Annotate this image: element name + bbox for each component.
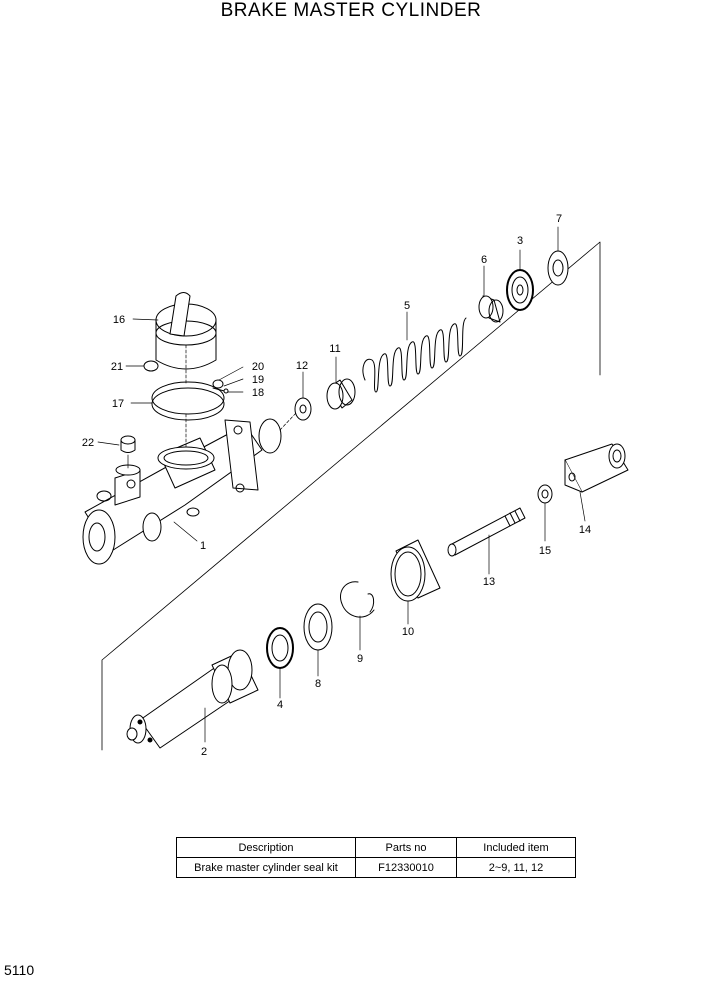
callout-1: 1	[200, 540, 206, 552]
page-title: BRAKE MASTER CYLINDER	[220, 0, 482, 21]
callout-9: 9	[357, 653, 363, 665]
callout-20: 20	[252, 361, 264, 373]
cell-included-item: 2~9, 11, 12	[456, 857, 576, 878]
callout-22: 22	[82, 437, 94, 449]
part-18-20-clamp-screw	[212, 379, 229, 394]
callout-13: 13	[483, 576, 495, 588]
part-11-cup	[326, 378, 356, 410]
callout-14: 14	[579, 524, 591, 536]
part-17-clamp-band	[151, 381, 225, 421]
leader-lines	[97, 226, 586, 743]
callout-6: 6	[481, 254, 487, 266]
callout-5: 5	[404, 300, 410, 312]
part-5-spring	[362, 317, 467, 393]
callout-18: 18	[252, 387, 264, 399]
part-22-plug	[120, 435, 136, 453]
parts-kit-table: Description Parts no Included item Brake…	[176, 837, 576, 878]
part-13-push-rod	[447, 507, 526, 557]
part-12-washer	[294, 397, 312, 421]
callout-2: 2	[201, 746, 207, 758]
part-10-sleeve	[390, 539, 441, 602]
callout-17: 17	[112, 398, 124, 410]
callout-12: 12	[296, 360, 308, 372]
part-7-washer	[547, 250, 569, 286]
header-description: Description	[176, 837, 356, 858]
callout-3: 3	[517, 235, 523, 247]
cell-description: Brake master cylinder seal kit	[176, 857, 356, 878]
part-6-ring	[478, 295, 504, 323]
callout-7: 7	[556, 213, 562, 225]
callout-11: 11	[329, 343, 340, 355]
part-21-plug	[143, 360, 159, 372]
assembly-boundary-outline	[101, 241, 601, 751]
callout-21: 21	[111, 361, 123, 373]
part-8-washer	[303, 603, 333, 651]
part-2-piston	[126, 649, 259, 749]
callout-15: 15	[539, 545, 551, 557]
part-4-seal	[266, 627, 294, 669]
part-1-cylinder-body	[82, 418, 282, 565]
cell-parts-no: F12330010	[355, 857, 457, 878]
header-parts-no: Parts no	[355, 837, 457, 858]
page-number: 5110	[4, 962, 35, 978]
callout-19: 19	[252, 374, 264, 386]
part-15-nut	[537, 484, 553, 504]
part-3-seal	[506, 269, 534, 311]
table-row: Brake master cylinder seal kit F12330010…	[176, 857, 576, 878]
part-16-reservoir-cap	[155, 292, 217, 370]
header-included-item: Included item	[456, 837, 576, 858]
table-header-row: Description Parts no Included item	[176, 837, 576, 858]
callout-labels: 1 2 3 4 5 6 7 8 9 10 11 12 13 14 15 16 1…	[82, 213, 591, 758]
callout-16: 16	[113, 314, 125, 326]
callout-10: 10	[402, 626, 414, 638]
part-14-clevis	[564, 443, 629, 493]
callout-8: 8	[315, 678, 321, 690]
part-9-snap-ring	[340, 581, 375, 618]
callout-4: 4	[277, 699, 283, 711]
